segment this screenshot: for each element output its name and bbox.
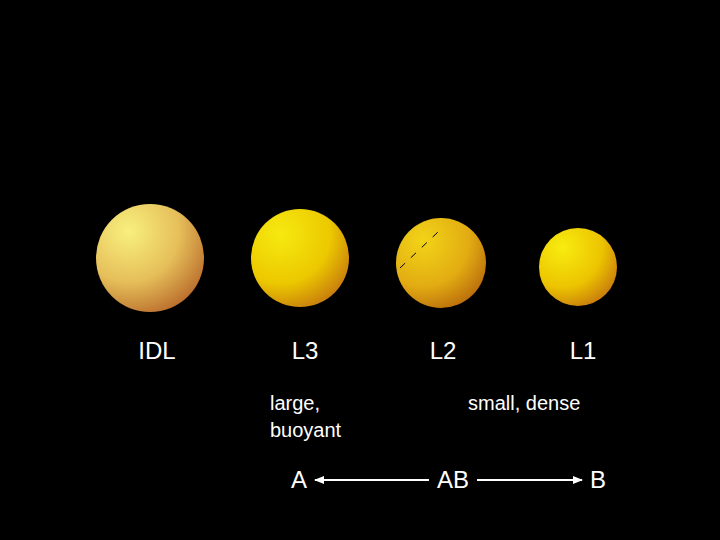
lipoprotein-sphere: L3 <box>251 209 349 307</box>
particle-name: L1 <box>570 337 597 365</box>
apolipoprotein-class: AB <box>433 464 473 496</box>
class-text: AB <box>437 466 469 493</box>
particle-name: L3 <box>292 337 319 365</box>
particle-name: IDL <box>138 337 175 365</box>
conversion-arrow <box>477 479 582 481</box>
density-note: large, buoyant <box>270 390 370 444</box>
density-note: small, dense <box>468 390 628 417</box>
lipoprotein-sphere: L2 <box>396 218 486 308</box>
particle-name: L2 <box>430 337 457 365</box>
class-text: A <box>291 466 307 493</box>
lipoprotein-sphere: L1 <box>539 228 617 306</box>
sphere-shape <box>96 204 204 312</box>
class-text: B <box>590 466 606 493</box>
sphere-shape <box>251 209 349 307</box>
apolipoprotein-class: A <box>287 464 311 496</box>
apolipoprotein-class: B <box>586 464 610 496</box>
sphere-shape <box>396 218 486 308</box>
sphere-shape <box>539 228 617 306</box>
lipoprotein-sphere: IDL <box>96 204 204 312</box>
conversion-arrow <box>315 479 429 481</box>
